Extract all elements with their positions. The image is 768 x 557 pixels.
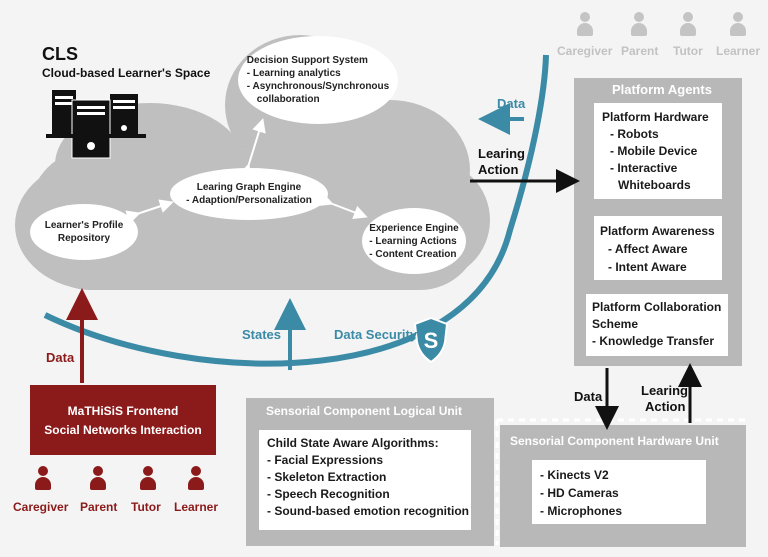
- experience-title: Experience Engine: [369, 222, 459, 234]
- logical-unit-title: Sensorial Component Logical Unit: [266, 404, 463, 418]
- platform-agents-title: Platform Agents: [612, 82, 712, 97]
- cls-subtitle: Cloud-based Learner's Space: [42, 66, 211, 80]
- logical-unit-item-3: - Speech Recognition: [267, 487, 390, 501]
- logical-unit-item-2: - Skeleton Extraction: [267, 470, 387, 484]
- dss-line2: - Asynchronous/Synchronous: [246, 81, 390, 92]
- data-security-label: Data Security: [334, 327, 418, 342]
- graph-engine-title: Learing Graph Engine: [196, 182, 302, 193]
- bottom-role-learner-icon: [187, 466, 205, 490]
- logical-unit-box-title: Child State Aware Algorithms:: [267, 436, 439, 450]
- top-role-learner-label: Learner: [716, 44, 761, 58]
- logical-unit-item-4: - Sound-based emotion recognition: [267, 504, 469, 518]
- states-label: States: [242, 327, 282, 342]
- platform-awareness-item-1: - Affect Aware: [608, 242, 688, 256]
- svg-text:S: S: [424, 328, 439, 353]
- platform-collab-item-1: - Knowledge Transfer: [592, 334, 715, 348]
- bottom-role-tutor-icon: [139, 466, 157, 490]
- bottom-role-parent-icon: [89, 466, 107, 490]
- learing-action-top-label-2: Action: [478, 162, 519, 177]
- frontend-line1: MaTHiSiS Frontend: [67, 404, 179, 418]
- experience-line2: - Content Creation: [369, 248, 457, 260]
- top-role-tutor-label: Tutor: [673, 44, 703, 58]
- bottom-role-caregiver-label: Caregiver: [13, 500, 69, 514]
- experience-line1: - Learning Actions: [369, 235, 457, 247]
- bottom-role-caregiver-icon: [34, 466, 52, 490]
- hardware-unit-item-3: - Microphones: [540, 504, 623, 518]
- bottom-role-tutor-label: Tutor: [131, 500, 161, 514]
- top-role-parent-label: Parent: [621, 44, 659, 58]
- learing-action-mid-label-2: Action: [645, 399, 686, 414]
- top-role-learner-icon: [729, 12, 747, 36]
- data-mid-label: Data: [574, 389, 603, 404]
- frontend-box: [30, 385, 216, 455]
- decision-support-system-node: Decision Support System - Learning analy…: [238, 36, 398, 124]
- platform-awareness-title: Platform Awareness: [600, 224, 715, 238]
- platform-awareness-item-2: - Intent Aware: [608, 260, 687, 274]
- cls-title: CLS: [42, 44, 78, 64]
- hardware-unit-item-2: - HD Cameras: [540, 486, 619, 500]
- platform-hardware-item-2: - Mobile Device: [610, 144, 698, 158]
- platform-hardware-box: Platform Hardware - Robots - Mobile Devi…: [594, 103, 722, 199]
- dss-line1: - Learning analytics: [246, 68, 341, 79]
- hardware-unit-title: Sensorial Component Hardware Unit: [510, 434, 719, 448]
- platform-hardware-title: Platform Hardware: [602, 110, 709, 124]
- data-top-label: Data: [497, 96, 526, 111]
- learing-graph-engine-node: Learing Graph Engine - Adaption/Personal…: [170, 168, 328, 220]
- shield-icon: S: [413, 316, 449, 364]
- logical-unit-box: Child State Aware Algorithms: - Facial E…: [259, 430, 471, 530]
- bottom-role-learner-label: Learner: [174, 500, 219, 514]
- dss-title: Decision Support System: [246, 55, 368, 66]
- bottom-role-parent-label: Parent: [80, 500, 118, 514]
- platform-collab-title-2: Scheme: [592, 317, 639, 331]
- platform-hardware-item-3: - Interactive: [610, 161, 678, 175]
- top-role-caregiver-label: Caregiver: [557, 44, 613, 58]
- security-arc: [43, 54, 549, 367]
- top-role-tutor-icon: [679, 12, 697, 36]
- hardware-unit-box: - Kinects V2 - HD Cameras - Microphones: [532, 460, 706, 524]
- platform-collab-title-1: Platform Collaboration: [592, 300, 722, 314]
- top-role-parent-icon: [630, 12, 648, 36]
- learing-action-mid-label-1: Learing: [641, 383, 688, 398]
- experience-engine-node: Experience Engine - Learning Actions - C…: [362, 208, 466, 274]
- profile-line1: Learner's Profile: [44, 220, 124, 231]
- logical-unit-item-1: - Facial Expressions: [267, 453, 384, 467]
- platform-hardware-item-1: - Robots: [610, 127, 659, 141]
- graph-engine-line1: - Adaption/Personalization: [186, 195, 312, 206]
- platform-awareness-box: Platform Awareness - Affect Aware - Inte…: [594, 216, 722, 280]
- learing-action-top-label-1: Learing: [478, 146, 525, 161]
- frontend-line2: Social Networks Interaction: [44, 423, 202, 437]
- server-icon: [46, 90, 146, 159]
- platform-collab-box: Platform Collaboration Scheme - Knowledg…: [586, 294, 728, 356]
- dss-line3: collaboration: [256, 94, 320, 105]
- profile-line2: Repository: [57, 233, 111, 244]
- platform-hardware-item-4: Whiteboards: [618, 178, 691, 192]
- data-left-label: Data: [46, 350, 75, 365]
- learners-profile-repository-node: Learner's Profile Repository: [30, 204, 138, 260]
- hardware-unit-item-1: - Kinects V2: [540, 468, 609, 482]
- top-role-caregiver-icon: [576, 12, 594, 36]
